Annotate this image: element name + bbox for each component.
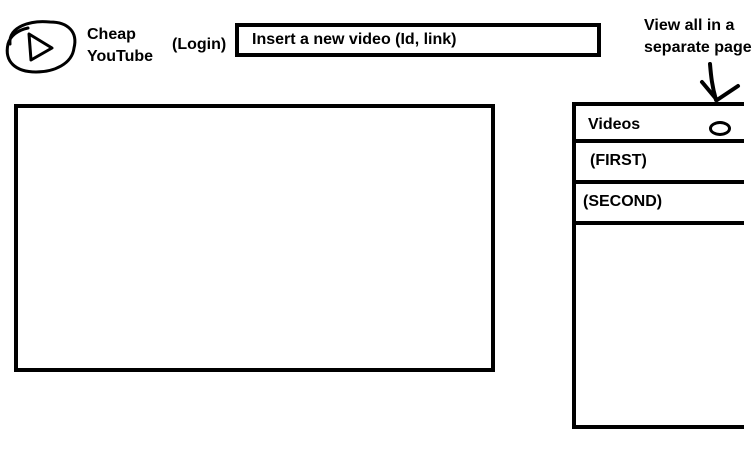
annotation-line2: separate page: [644, 39, 752, 56]
video-item-first[interactable]: (FIRST): [576, 143, 744, 184]
login-link[interactable]: (Login): [172, 36, 227, 53]
view-all-annotation: View all in a separate page: [644, 15, 752, 59]
videos-panel-title: Videos: [588, 116, 641, 133]
app-title-line2: YouTube: [87, 48, 154, 65]
app-title: Cheap YouTube: [87, 24, 153, 68]
insert-video-input[interactable]: [235, 23, 601, 57]
annotation-line1: View all in a: [644, 17, 735, 34]
videos-panel: Videos (FIRST) (SECOND): [572, 102, 744, 429]
play-icon[interactable]: [2, 14, 80, 76]
app-title-line1: Cheap: [87, 26, 136, 43]
videos-panel-header: Videos: [576, 106, 744, 143]
video-item-label: (FIRST): [590, 152, 647, 169]
video-item-second[interactable]: (SECOND): [576, 184, 744, 225]
arrow-down-icon: [700, 62, 740, 102]
circle-icon[interactable]: [709, 121, 731, 136]
video-player[interactable]: [14, 104, 495, 372]
video-item-label: (SECOND): [583, 193, 663, 210]
